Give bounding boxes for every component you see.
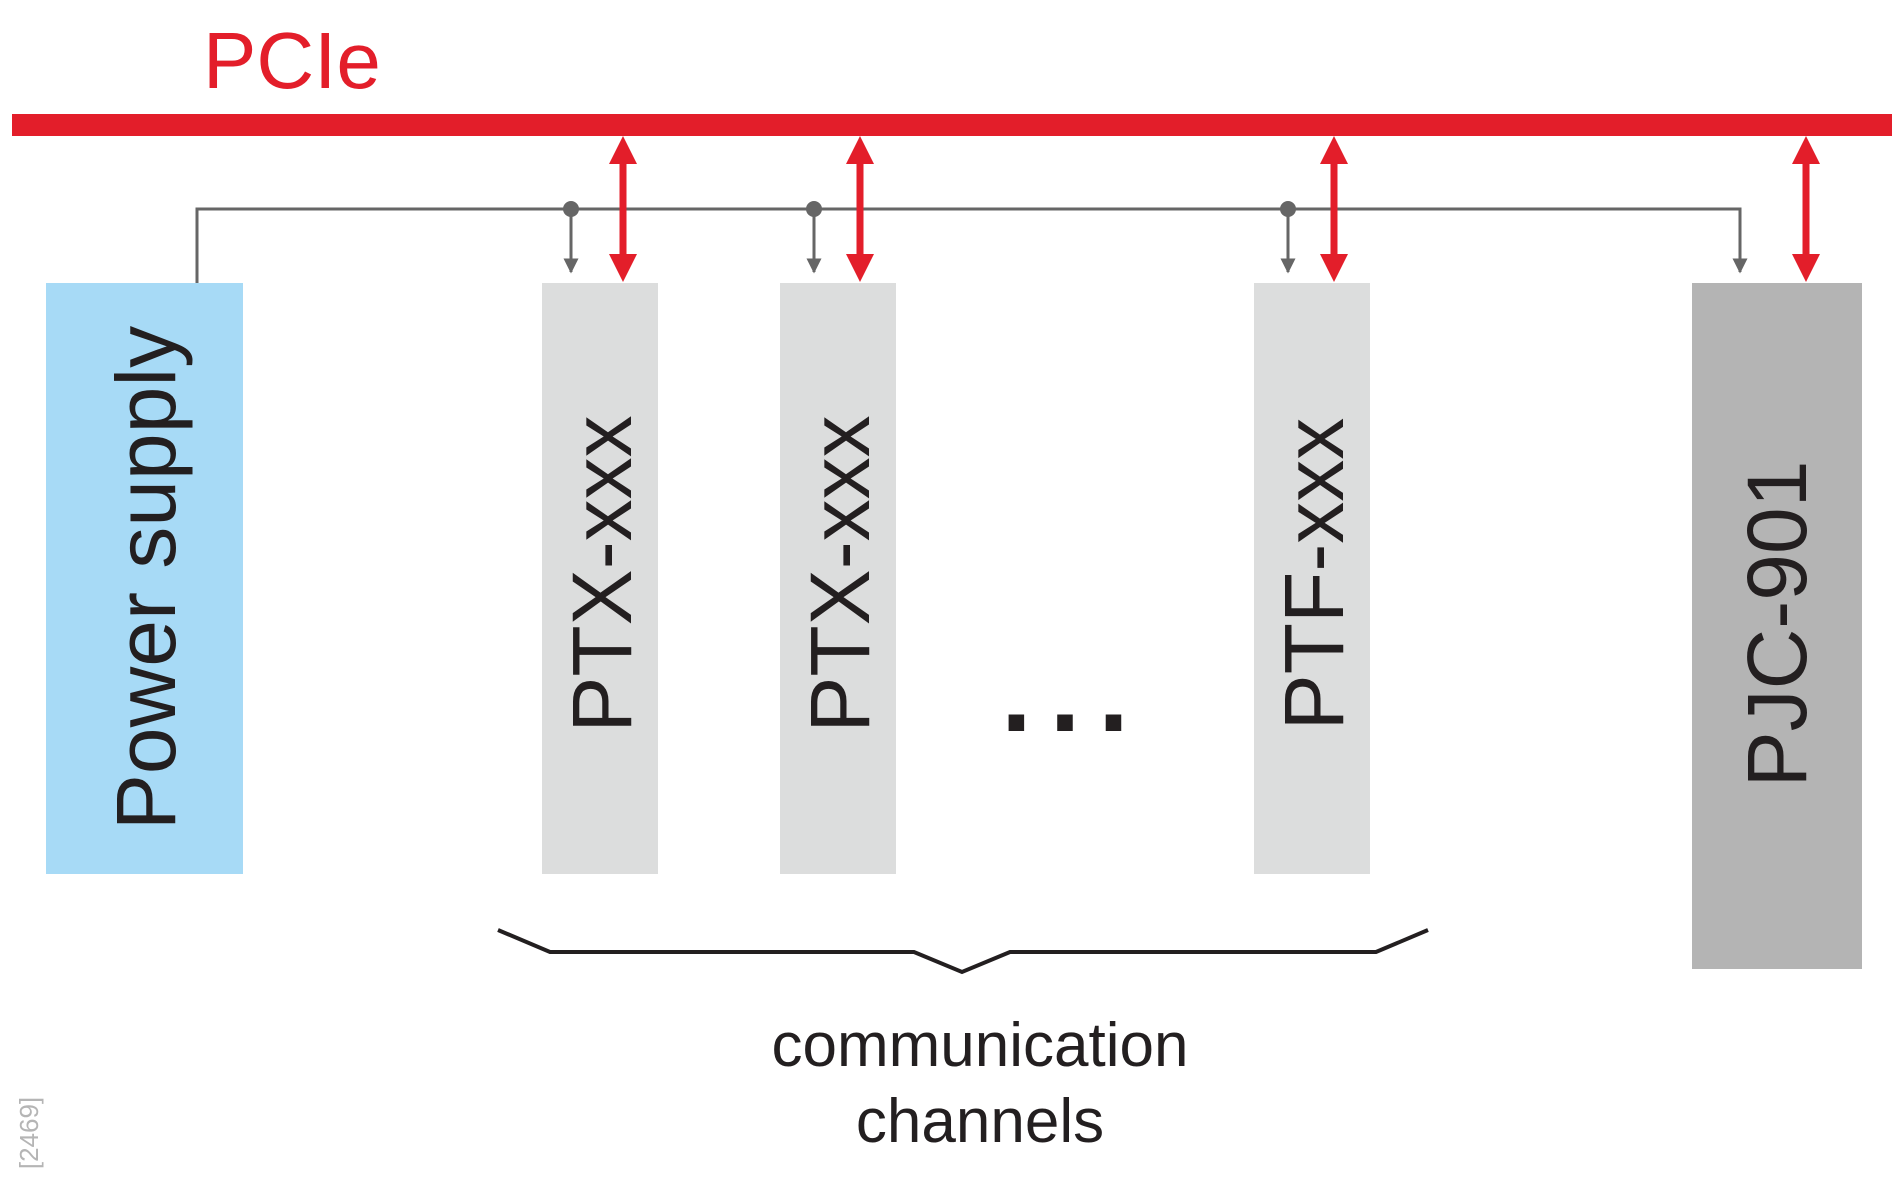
pcie-bus-bar	[12, 114, 1892, 136]
communication-channels-brace	[497, 928, 1429, 975]
power-supply-module	[46, 283, 243, 874]
pjc-module	[1692, 283, 1862, 969]
group-label-line-2: channels	[856, 1087, 1104, 1156]
power-distribution-line	[195, 207, 1748, 283]
ptx-module-1	[542, 283, 658, 874]
power-junction-dots	[563, 201, 1296, 217]
ptx-module-1-label: PTX-xxx	[555, 415, 649, 732]
group-label-line-1: communication	[772, 1011, 1189, 1080]
ptf-module-label: PTF-xxx	[1267, 418, 1361, 731]
pjc-module-label: PJC-901	[1730, 461, 1824, 788]
figure-id: [2469]	[14, 1097, 44, 1169]
pcie-connection-arrows	[609, 136, 1820, 282]
ptx-module-2	[780, 283, 896, 874]
power-supply-label: Power supply	[99, 326, 193, 830]
ptf-module	[1254, 283, 1370, 874]
ptx-module-2-label: PTX-xxx	[793, 415, 887, 732]
more-modules-ellipsis: ...	[1001, 632, 1147, 755]
pcie-bus-label: PCIe	[203, 16, 381, 105]
